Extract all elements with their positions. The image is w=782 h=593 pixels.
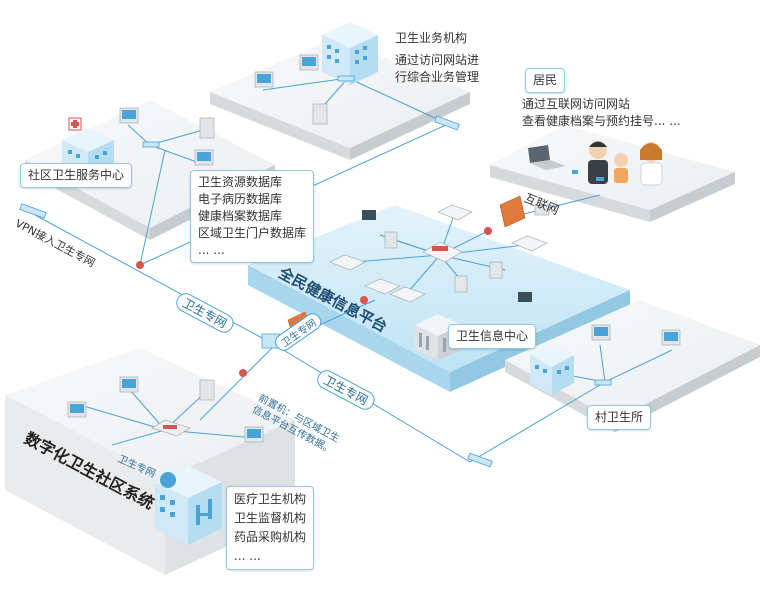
database-list: 卫生资源数据库 电子病历数据库 健康档案数据库 区域卫生门户数据库 ... ..… [190,170,315,263]
hub-icons [19,75,612,468]
phone-icons [572,170,604,181]
database-item: ... ... [198,243,225,257]
child-icon [614,153,628,183]
residents-desc: 通过互联网访问网站 查看健康档案与预约挂号... ... [522,97,681,128]
switch-core-icon [432,246,448,251]
business-org-platform [210,38,470,160]
org-item: ... ... [234,549,261,563]
screen-icons [70,57,678,438]
database-item: 健康档案数据库 [198,209,283,223]
org-item: 卫生监督机构 [234,511,307,525]
business-building-icon [322,22,378,85]
resident-platform [490,125,735,222]
laptop-icon [528,145,566,170]
org-list: 医疗卫生机构 卫生监督机构 药品采购机构 ... ... [226,486,315,570]
residents-title: 居民 [525,68,566,93]
org-item: 医疗卫生机构 [234,492,307,506]
village-clinic-label: 村卫生所 [587,405,652,430]
health-center-label: 卫生信息中心 [448,324,537,349]
database-item: 区域卫生门户数据库 [198,226,307,240]
database-item: 卫生资源数据库 [198,175,283,189]
village-building-icon [530,343,574,395]
business-org-desc: 通过访问网站进 行综合业务管理 [395,53,480,84]
switch-digital-icon [151,419,191,437]
hospital-building-icon [155,466,222,545]
router-icons [136,227,492,377]
community-center-title: 社区卫生服务中心 [20,163,133,188]
woman-icon [640,142,663,186]
database-item: 电子病历数据库 [198,192,283,206]
flat-server-icons [329,204,548,303]
business-org-title: 卫生业务机构 [395,31,468,45]
org-item: 药品采购机构 [234,530,307,544]
dark-server-icons [362,210,532,302]
